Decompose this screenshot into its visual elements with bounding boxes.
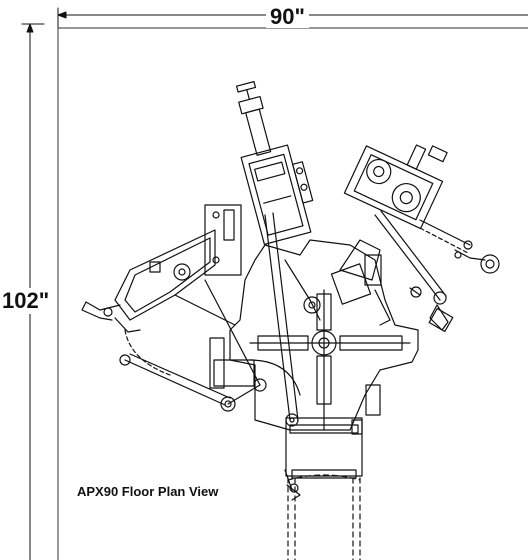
- height-dimension-label: 102": [2, 288, 50, 314]
- left-arm-assembly: [81, 204, 301, 412]
- upper-arm-assembly: [235, 80, 321, 427]
- width-dimension-label: 90": [266, 6, 309, 28]
- right-arm-assembly: [330, 144, 500, 333]
- drawing-caption: APX90 Floor Plan View: [77, 484, 219, 499]
- machine-center-body: [209, 239, 419, 479]
- bottom-tool-tip: [284, 469, 301, 501]
- base-column: [287, 474, 361, 560]
- room-boundary: [57, 27, 528, 560]
